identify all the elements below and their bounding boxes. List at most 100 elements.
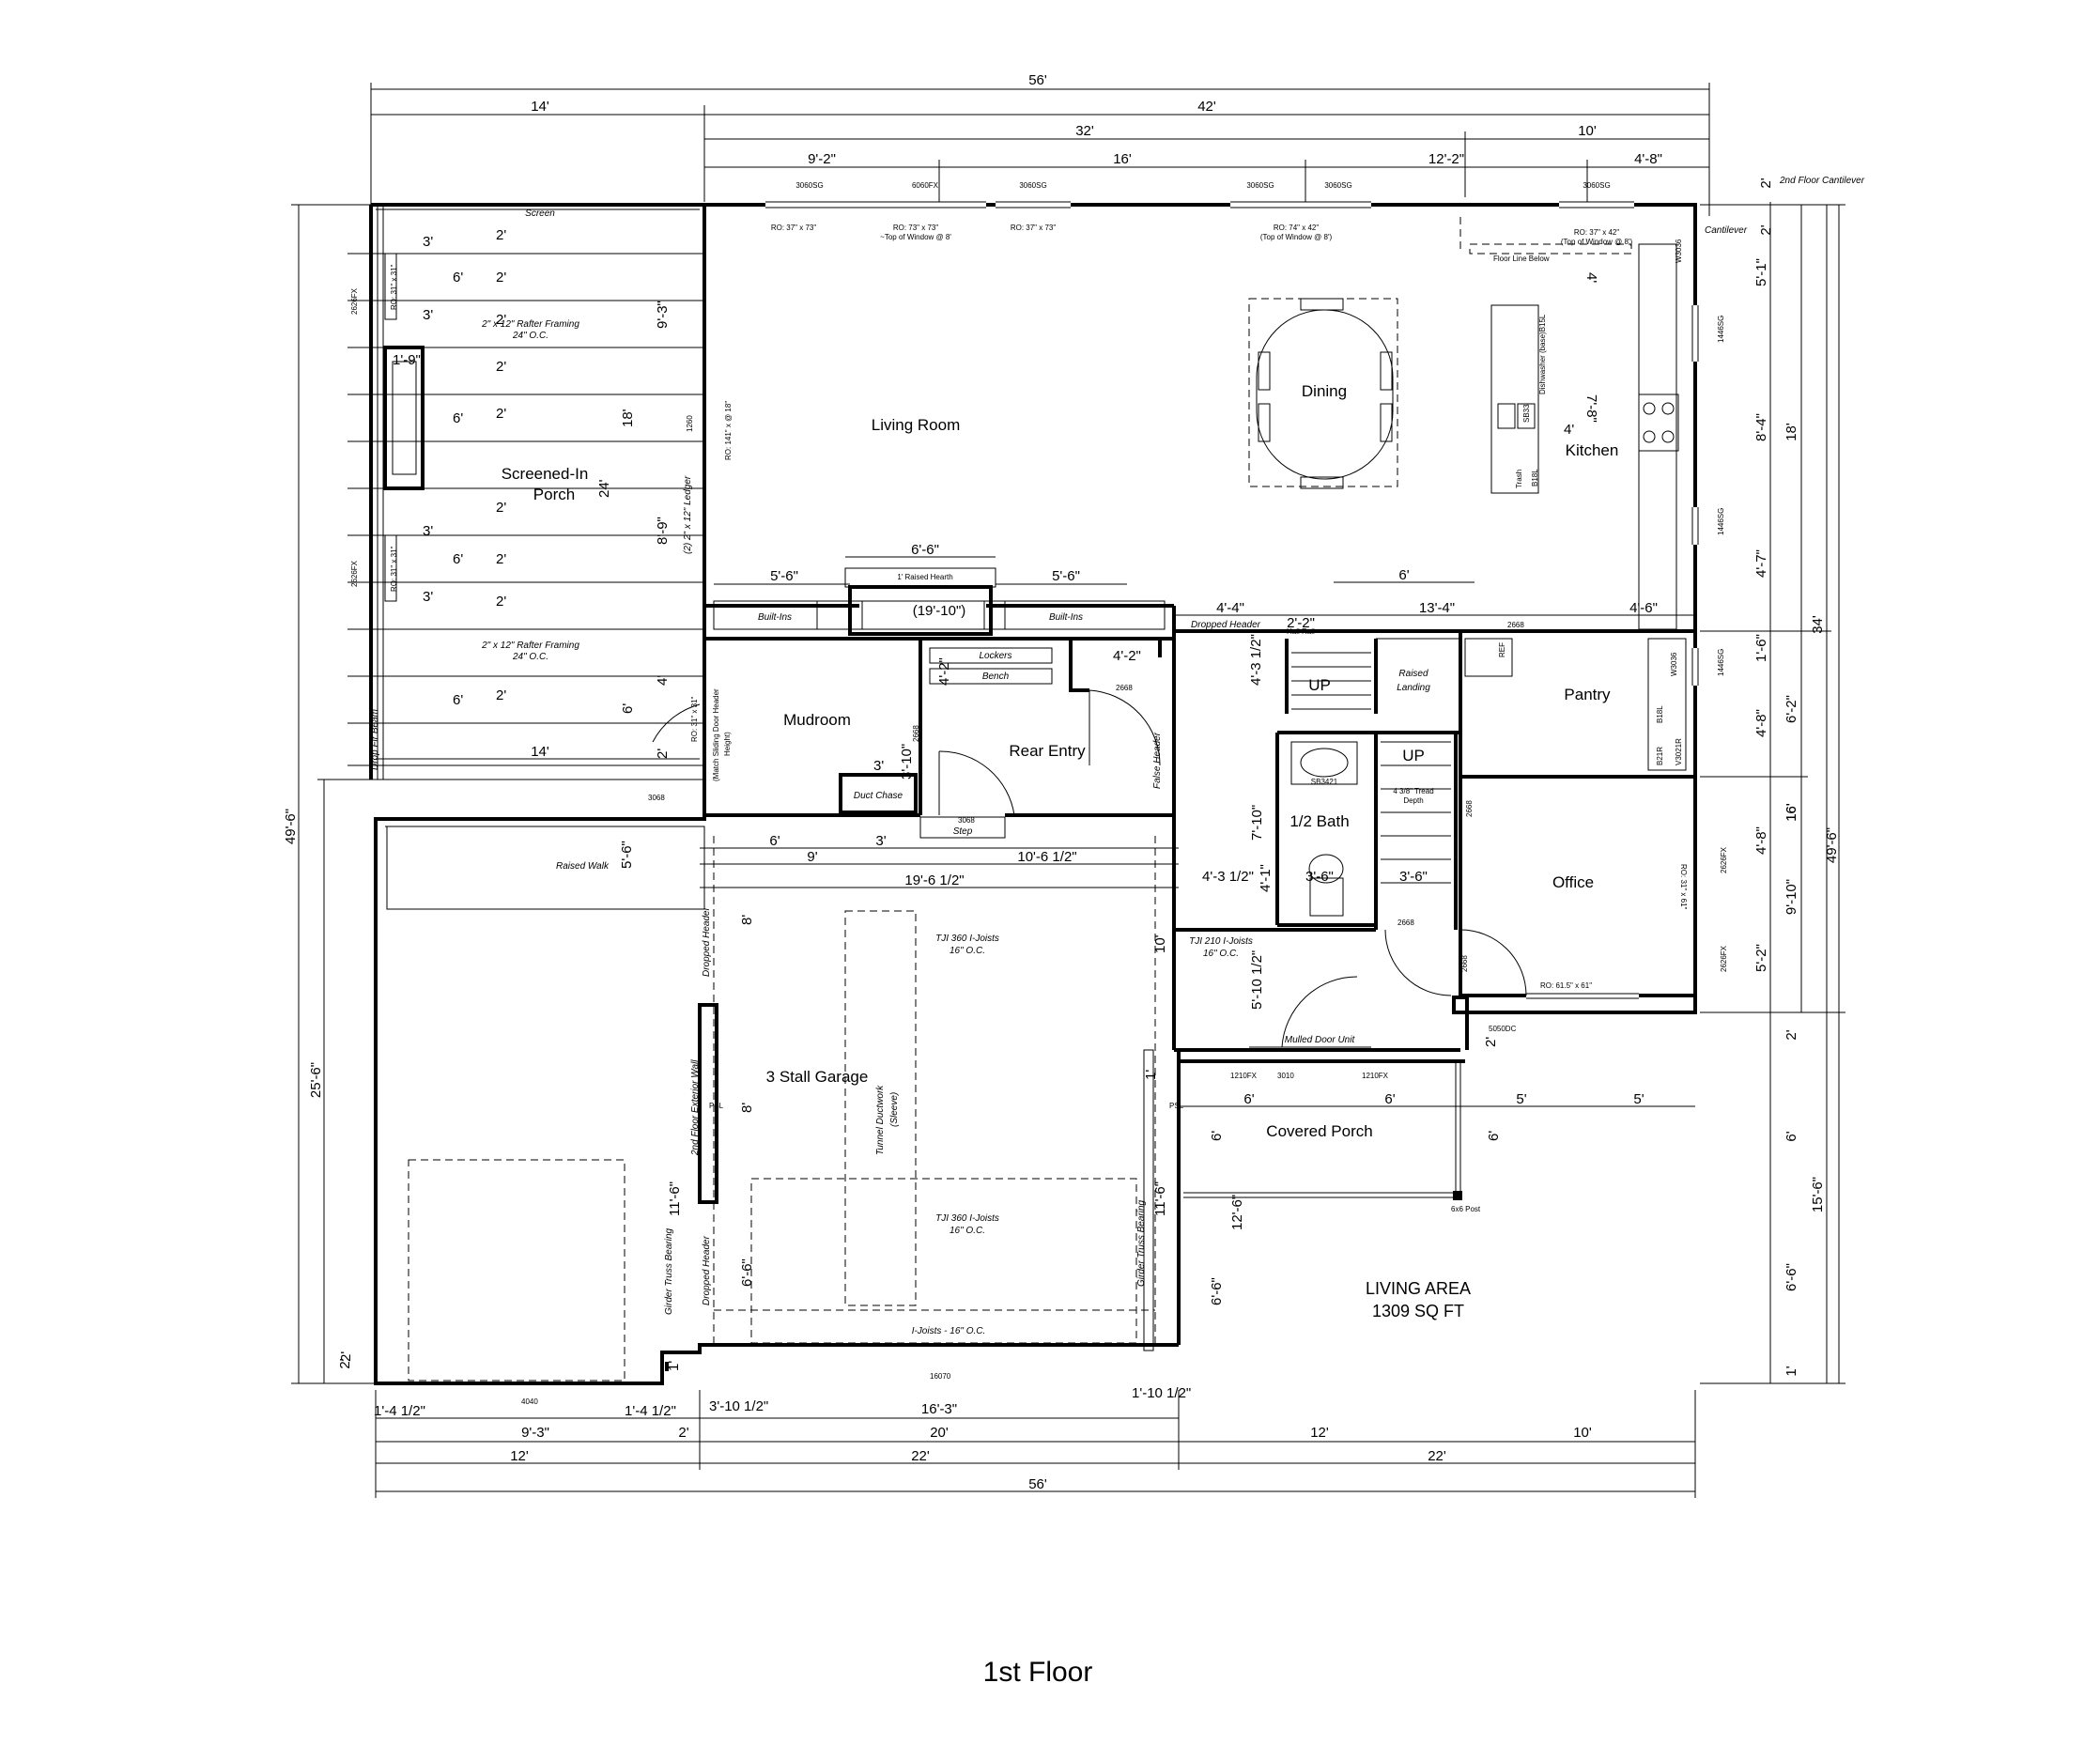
svg-text:(Match Sliding Door Header: (Match Sliding Door Header bbox=[712, 688, 720, 781]
svg-text:16'-3": 16'-3" bbox=[921, 1401, 957, 1417]
svg-text:RO: 31" x 31": RO: 31" x 31" bbox=[390, 546, 398, 592]
porch-notes: Screen 2" x 12" Rafter Framing 24" O.C. … bbox=[350, 208, 693, 770]
svg-text:6': 6' bbox=[620, 703, 636, 714]
svg-text:4'-3 1/2": 4'-3 1/2" bbox=[1248, 634, 1264, 686]
svg-text:(Sleeve): (Sleeve) bbox=[889, 1092, 900, 1127]
svg-text:2626FX: 2626FX bbox=[1720, 945, 1728, 972]
interior-dims: 1'-9" 14' 5'-6" 6'-6" 5'-6" (19'-10") 4'… bbox=[338, 272, 1695, 1371]
svg-text:2668: 2668 bbox=[1465, 800, 1474, 817]
svg-text:24" O.C.: 24" O.C. bbox=[512, 652, 548, 662]
svg-text:Girder Truss Bearing: Girder Truss Bearing bbox=[664, 1227, 674, 1315]
svg-text:9'-10": 9'-10" bbox=[1783, 879, 1799, 915]
svg-text:RO: 37" x 42": RO: 37" x 42" bbox=[1574, 228, 1620, 237]
svg-text:2626FX: 2626FX bbox=[350, 560, 359, 587]
svg-text:RO: 73" x 73": RO: 73" x 73" bbox=[893, 224, 939, 232]
porch-dims: 3' 6' 3' 6' 3' 6' 3' 6' 2' 2' 2' 2' 2' 2… bbox=[423, 227, 671, 759]
svg-text:16" O.C.: 16" O.C. bbox=[950, 1226, 985, 1236]
svg-text:1210FX: 1210FX bbox=[1362, 1072, 1389, 1080]
svg-text:(2) 2" x 12" Ledger: (2) 2" x 12" Ledger bbox=[683, 475, 693, 554]
svg-text:5'-2": 5'-2" bbox=[1753, 944, 1769, 972]
svg-text:4'-6": 4'-6" bbox=[1629, 600, 1658, 616]
svg-text:6060FX: 6060FX bbox=[912, 181, 939, 190]
svg-text:2': 2' bbox=[678, 1425, 688, 1441]
svg-text:5': 5' bbox=[1633, 1091, 1644, 1107]
svg-text:16': 16' bbox=[1783, 803, 1799, 822]
svg-text:13'-4": 13'-4" bbox=[1419, 600, 1455, 616]
dim-top-56: 56' bbox=[1028, 72, 1047, 88]
svg-text:SB33: SB33 bbox=[1522, 404, 1531, 423]
svg-text:2" x 12" Rafter Framing: 2" x 12" Rafter Framing bbox=[481, 641, 579, 651]
svg-text:RO: 141" x @ 18": RO: 141" x @ 18" bbox=[724, 401, 733, 460]
svg-text:5'-6": 5'-6" bbox=[770, 568, 798, 584]
right-dimensions: 2' 2' 5'-1" 8'-4" 4'-7" 18' 16' 34' 1'-6… bbox=[1700, 178, 1845, 1384]
svg-text:2'-2": 2'-2" bbox=[1287, 615, 1315, 631]
stair-treads-2 bbox=[1381, 741, 1451, 884]
svg-text:8'-4": 8'-4" bbox=[1753, 413, 1769, 441]
svg-text:24" O.C.: 24" O.C. bbox=[512, 331, 548, 341]
svg-text:6': 6' bbox=[1209, 1131, 1225, 1141]
svg-text:5'-6": 5'-6" bbox=[1052, 568, 1080, 584]
dim-top-16: 16' bbox=[1113, 151, 1132, 167]
svg-text:6'-6": 6'-6" bbox=[1783, 1263, 1799, 1291]
pantry-label: Pantry bbox=[1564, 686, 1611, 703]
interior-notes: RO: 37" x 73" RO: 73" x 73" ~Top of Wind… bbox=[648, 176, 1865, 972]
stair-treads-1 bbox=[1291, 652, 1371, 710]
svg-text:2': 2' bbox=[337, 1358, 353, 1368]
svg-text:22': 22' bbox=[911, 1448, 930, 1464]
svg-text:2nd Floor Cantilever: 2nd Floor Cantilever bbox=[1779, 176, 1865, 186]
svg-text:2626FX: 2626FX bbox=[1720, 846, 1728, 873]
svg-text:1446SG: 1446SG bbox=[1717, 508, 1725, 535]
svg-text:(19'-10"): (19'-10") bbox=[913, 603, 966, 619]
svg-text:2': 2' bbox=[496, 551, 506, 567]
svg-text:TJI 360 I-Joists: TJI 360 I-Joists bbox=[935, 934, 999, 944]
svg-text:False Header: False Header bbox=[1152, 732, 1163, 789]
svg-text:2': 2' bbox=[1783, 1029, 1799, 1040]
svg-text:2" x 12" Rafter Framing: 2" x 12" Rafter Framing bbox=[481, 319, 579, 330]
svg-text:6': 6' bbox=[453, 551, 463, 567]
svg-text:Step: Step bbox=[953, 826, 973, 837]
svg-text:PSL: PSL bbox=[709, 1102, 724, 1110]
svg-text:1'-9": 1'-9" bbox=[393, 352, 421, 368]
bottom-dimensions: 1'-4 1/2" 9'-3" 1'-4 1/2" 2' 3'-10 1/2" … bbox=[374, 1385, 1696, 1498]
svg-text:3': 3' bbox=[875, 833, 886, 849]
svg-text:Raised Walk: Raised Walk bbox=[556, 861, 610, 872]
dining-label: Dining bbox=[1302, 382, 1347, 400]
svg-text:3060SG: 3060SG bbox=[795, 181, 823, 190]
svg-text:2': 2' bbox=[1758, 178, 1774, 188]
svg-text:2': 2' bbox=[1483, 1037, 1499, 1047]
svg-text:1': 1' bbox=[1783, 1366, 1799, 1376]
svg-text:RO: 37" x 73": RO: 37" x 73" bbox=[771, 224, 817, 232]
svg-text:7'-8": 7'-8" bbox=[1583, 394, 1599, 423]
svg-text:6': 6' bbox=[1486, 1131, 1502, 1141]
living-area: LIVING AREA 1309 SQ FT bbox=[1366, 1279, 1471, 1320]
svg-text:1'-10 1/2": 1'-10 1/2" bbox=[1132, 1385, 1191, 1401]
svg-text:B18L: B18L bbox=[1656, 705, 1664, 723]
svg-text:RO: 31" x 31": RO: 31" x 31" bbox=[690, 696, 699, 742]
svg-text:16" O.C.: 16" O.C. bbox=[1203, 949, 1239, 959]
svg-text:1446SG: 1446SG bbox=[1717, 316, 1725, 343]
svg-text:2': 2' bbox=[496, 227, 506, 243]
svg-text:3060SG: 3060SG bbox=[1583, 181, 1610, 190]
svg-text:10'-6 1/2": 10'-6 1/2" bbox=[1017, 849, 1076, 865]
svg-text:2668: 2668 bbox=[1460, 955, 1469, 972]
svg-text:1': 1' bbox=[666, 1361, 682, 1371]
screened-porch-label-2: Porch bbox=[533, 486, 575, 503]
svg-text:PSL: PSL bbox=[1169, 1102, 1184, 1110]
living-area-label: LIVING AREA bbox=[1366, 1279, 1471, 1298]
svg-text:5'-10 1/2": 5'-10 1/2" bbox=[1249, 950, 1265, 1010]
svg-text:3060SG: 3060SG bbox=[1019, 181, 1046, 190]
svg-text:6'-2": 6'-2" bbox=[1783, 695, 1799, 723]
svg-text:2': 2' bbox=[496, 594, 506, 610]
svg-text:4': 4' bbox=[655, 675, 671, 686]
svg-text:5'-6": 5'-6" bbox=[619, 841, 635, 869]
svg-text:1'-6": 1'-6" bbox=[1753, 634, 1769, 662]
svg-text:UP: UP bbox=[1308, 676, 1331, 694]
svg-text:3': 3' bbox=[423, 589, 433, 605]
svg-text:6': 6' bbox=[769, 833, 780, 849]
svg-text:14': 14' bbox=[531, 744, 549, 760]
svg-text:1260: 1260 bbox=[686, 415, 694, 432]
svg-text:1'-4 1/2": 1'-4 1/2" bbox=[625, 1403, 676, 1419]
svg-text:Hall Rail: Hall Rail bbox=[1287, 627, 1315, 636]
svg-text:3': 3' bbox=[423, 307, 433, 323]
svg-text:RO: 61.5" x 61": RO: 61.5" x 61" bbox=[1540, 981, 1592, 990]
